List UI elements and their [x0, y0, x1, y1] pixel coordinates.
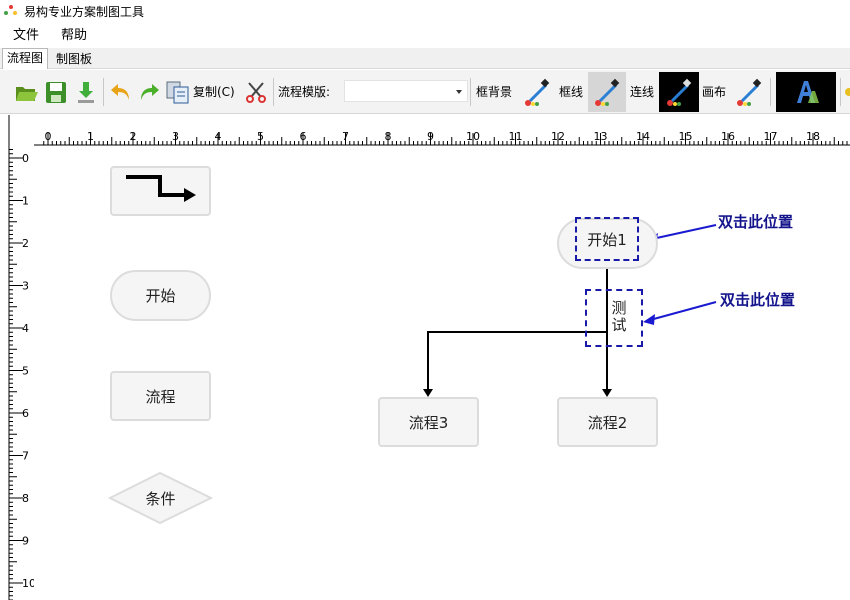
copy-icon-button[interactable]	[164, 76, 192, 108]
connector-color-button[interactable]	[659, 72, 699, 112]
template-label: 流程模版:	[278, 85, 331, 99]
ruler-x-tick-label: 3	[172, 130, 179, 143]
ruler-y-tick-label: 0	[22, 152, 29, 165]
ruler-x-tick-label: 11	[509, 130, 523, 143]
ruler-x-tick-label: 17	[764, 130, 778, 143]
condition-label: 条件	[145, 489, 176, 508]
annotation-double-click-2: 双击此位置	[720, 291, 796, 309]
ruler-x-tick-label: 7	[342, 130, 349, 143]
tab-drawing-board[interactable]: 制图板	[56, 52, 93, 66]
title-bar: 易构专业方案制图工具	[0, 0, 850, 23]
ruler-y-tick-label: 3	[22, 280, 29, 293]
menu-help[interactable]: 帮助	[61, 28, 88, 43]
ruler-y-tick-label: 1	[22, 195, 29, 208]
font-style-button[interactable]	[776, 72, 836, 112]
ruler-x-tick-label: 0	[45, 130, 52, 143]
box-background-color-button[interactable]	[520, 76, 554, 108]
ruler-x-tick-label: 8	[385, 130, 392, 143]
ruler-x-tick-label: 18	[806, 130, 820, 143]
window-title: 易构专业方案制图工具	[24, 5, 145, 19]
tab-flowchart[interactable]: 流程图	[2, 48, 49, 69]
elbow-arrow-icon	[125, 175, 196, 202]
more-tools-button[interactable]	[843, 76, 850, 108]
import-button[interactable]	[72, 76, 100, 108]
font-letter-icon	[797, 81, 819, 103]
ruler-x-tick-label: 1	[87, 130, 94, 143]
ruler-x-tick-label: 2	[130, 130, 137, 143]
menu-bar: 文件 帮助	[0, 23, 850, 48]
copy-documents-icon	[166, 81, 189, 104]
box-line-label: 框线	[559, 85, 584, 99]
palette-connector-shape[interactable]	[110, 166, 211, 216]
ruler-y-tick-label: 7	[22, 450, 29, 463]
copy-button[interactable]: 复制(C)	[193, 85, 235, 99]
color-dropper-icon	[595, 78, 620, 106]
toolbar: 复制(C) 流程模版: 框背景 框线 连线	[0, 70, 850, 114]
start1-label[interactable]: 开始1	[587, 230, 627, 249]
ruler-x-tick-label: 16	[721, 130, 735, 143]
redo-arrow-icon	[141, 84, 159, 100]
palette-condition-shape[interactable]: 条件	[108, 472, 213, 524]
annotation-double-click-1: 双击此位置	[718, 213, 794, 231]
cut-button[interactable]	[242, 76, 270, 108]
ruler-x-tick-label: 9	[427, 130, 434, 143]
ruler-y-tick-label: 5	[22, 365, 29, 378]
ruler-y-tick-label: 4	[22, 322, 29, 335]
open-folder-icon	[16, 87, 38, 101]
color-dropper-icon	[667, 78, 692, 106]
redo-button[interactable]	[136, 76, 162, 108]
ruler-x-tick-label: 14	[636, 130, 650, 143]
ruler-x-tick-label: 6	[300, 130, 307, 143]
box-line-color-button[interactable]	[588, 72, 626, 112]
app-icon	[4, 4, 18, 19]
test-connector-label[interactable]: 测 试	[611, 299, 627, 334]
ruler-x-tick-label: 4	[215, 130, 222, 143]
chevron-down-icon	[456, 90, 462, 94]
start1-node[interactable]	[557, 218, 658, 269]
save-button[interactable]	[42, 76, 70, 108]
diamond-shape-icon	[108, 472, 213, 524]
template-select[interactable]	[344, 80, 468, 102]
tab-strip: 流程图 制图板	[0, 48, 850, 69]
ruler-y-tick-label: 9	[22, 535, 29, 548]
overflow-icon	[845, 88, 850, 96]
test-label-selection-box	[585, 289, 643, 347]
process2-node[interactable]: 流程2	[557, 397, 658, 447]
undo-arrow-icon	[111, 84, 129, 100]
download-arrow-icon	[78, 82, 94, 103]
ruler-x-tick-label: 10	[466, 130, 480, 143]
open-button[interactable]	[12, 76, 40, 108]
scissors-icon	[246, 82, 266, 103]
undo-button[interactable]	[108, 76, 134, 108]
ruler-y-tick-label: 10	[22, 577, 34, 590]
canvas-color-button[interactable]	[732, 76, 766, 108]
ruler-y-tick-label: 6	[22, 407, 29, 420]
box-background-label: 框背景	[476, 85, 513, 99]
ruler-y-tick-label: 8	[22, 492, 29, 505]
menu-file[interactable]: 文件	[13, 28, 40, 43]
ruler-y-tick-label: 2	[22, 237, 29, 250]
ruler-x-tick-label: 13	[594, 130, 608, 143]
vertical-ruler: 0 1 2 3 4 5 6 7 8 9 10	[0, 115, 34, 600]
color-dropper-icon	[525, 78, 550, 106]
canvas-label: 画布	[702, 85, 727, 99]
connector-label: 连线	[630, 85, 655, 99]
save-disk-icon	[46, 82, 66, 103]
palette-process-shape[interactable]: 流程	[110, 371, 211, 421]
ruler-x-tick-label: 15	[679, 130, 693, 143]
start1-selection-box	[575, 217, 639, 261]
ruler-x-tick-label: 5	[257, 130, 264, 143]
ruler-x-tick-label: 12	[551, 130, 565, 143]
palette-start-shape[interactable]: 开始	[110, 270, 211, 321]
process3-node[interactable]: 流程3	[378, 397, 479, 447]
color-dropper-icon	[737, 78, 762, 106]
